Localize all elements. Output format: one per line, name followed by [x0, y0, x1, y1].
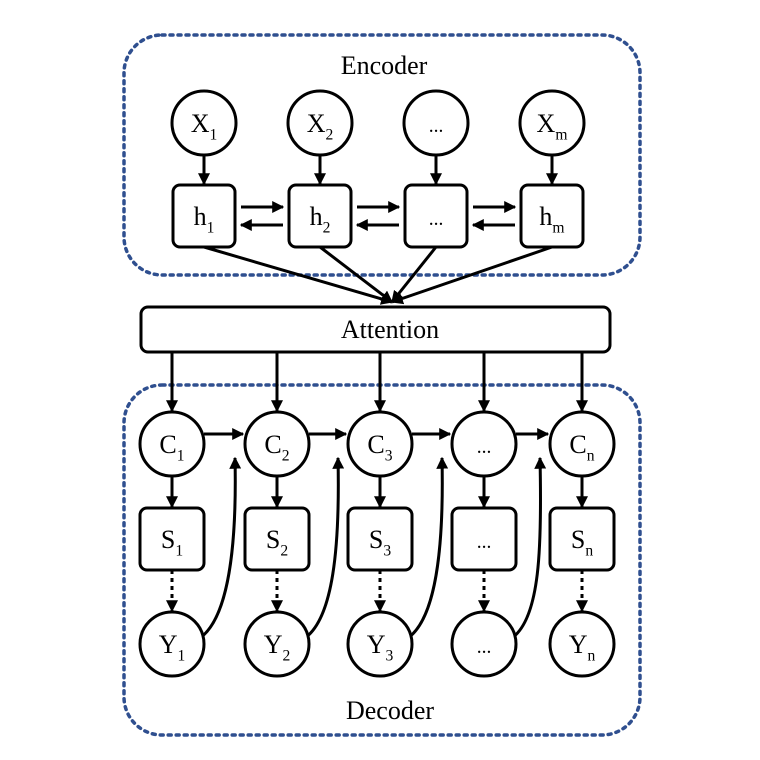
node-label: X1 — [191, 109, 218, 143]
decoder-context-node: Cn — [548, 410, 616, 478]
decoder-group — [122, 383, 642, 737]
node-label: Cn — [569, 430, 594, 464]
hidden-to-attention-arrow — [390, 245, 553, 305]
encoder-input-node: ... — [402, 89, 470, 157]
output-feedback-arrow — [511, 456, 547, 640]
decoder-context-node: C2 — [243, 410, 311, 478]
hidden-to-attention-arrow — [319, 245, 393, 304]
decoder-output-node: Y1 — [138, 610, 206, 678]
node-label: ... — [477, 437, 492, 458]
encoder-input-node: X1 — [170, 89, 238, 157]
node-label: C1 — [159, 430, 184, 464]
edges — [166, 155, 588, 640]
decoder-context-node: C3 — [346, 410, 414, 478]
node-label: ... — [429, 209, 444, 230]
node-label: C2 — [264, 430, 289, 464]
node-label: Yn — [569, 630, 596, 664]
encoder-label: Encoder — [341, 51, 428, 80]
encoder-input-node: Xm — [518, 89, 586, 157]
encoder-hidden-node: hm — [519, 183, 585, 249]
hidden-to-attention-arrow — [203, 245, 394, 305]
decoder-state-node: S2 — [243, 506, 311, 572]
node-label: h1 — [194, 202, 215, 236]
node-label: C3 — [367, 430, 392, 464]
node-label: Y1 — [159, 630, 186, 664]
encoder-hidden-node: h1 — [171, 183, 237, 249]
attention-label: Attention — [341, 315, 439, 344]
node-label: S2 — [266, 525, 288, 559]
decoder-context-node: C1 — [138, 410, 206, 478]
node-label: h2 — [310, 202, 331, 236]
decoder-output-node: Y2 — [243, 610, 311, 678]
decoder-output-node: Y3 — [346, 610, 414, 678]
node-label: Xm — [537, 109, 568, 143]
encoder-group — [122, 33, 642, 277]
decoder-output-node: Yn — [548, 610, 616, 678]
node-label: S1 — [161, 525, 183, 559]
output-feedback-arrow — [199, 456, 242, 640]
node-label: Sn — [571, 525, 593, 559]
encoder-input-node: X2 — [286, 89, 354, 157]
decoder-state-node: ... — [450, 506, 518, 572]
encoder-hidden-node: h2 — [287, 183, 353, 249]
attention-block — [139, 305, 612, 354]
node-label: ... — [477, 637, 492, 658]
node-label: hm — [539, 202, 564, 236]
node-label: Y3 — [367, 630, 394, 664]
node-label: ... — [477, 532, 492, 553]
decoder-output-node: ... — [450, 610, 518, 678]
output-feedback-arrow — [304, 456, 345, 640]
node-label: ... — [429, 116, 444, 137]
node-label: X2 — [307, 109, 334, 143]
decoder-context-node: ... — [450, 410, 518, 478]
node-label: Y2 — [264, 630, 291, 664]
decoder-state-node: S3 — [346, 506, 414, 572]
decoder-state-node: S1 — [138, 506, 206, 572]
decoder-label: Decoder — [346, 696, 434, 725]
decoder-state-node: Sn — [548, 506, 616, 572]
node-label: S3 — [369, 525, 391, 559]
encoder-hidden-node: ... — [403, 183, 469, 249]
output-feedback-arrow — [407, 456, 449, 640]
